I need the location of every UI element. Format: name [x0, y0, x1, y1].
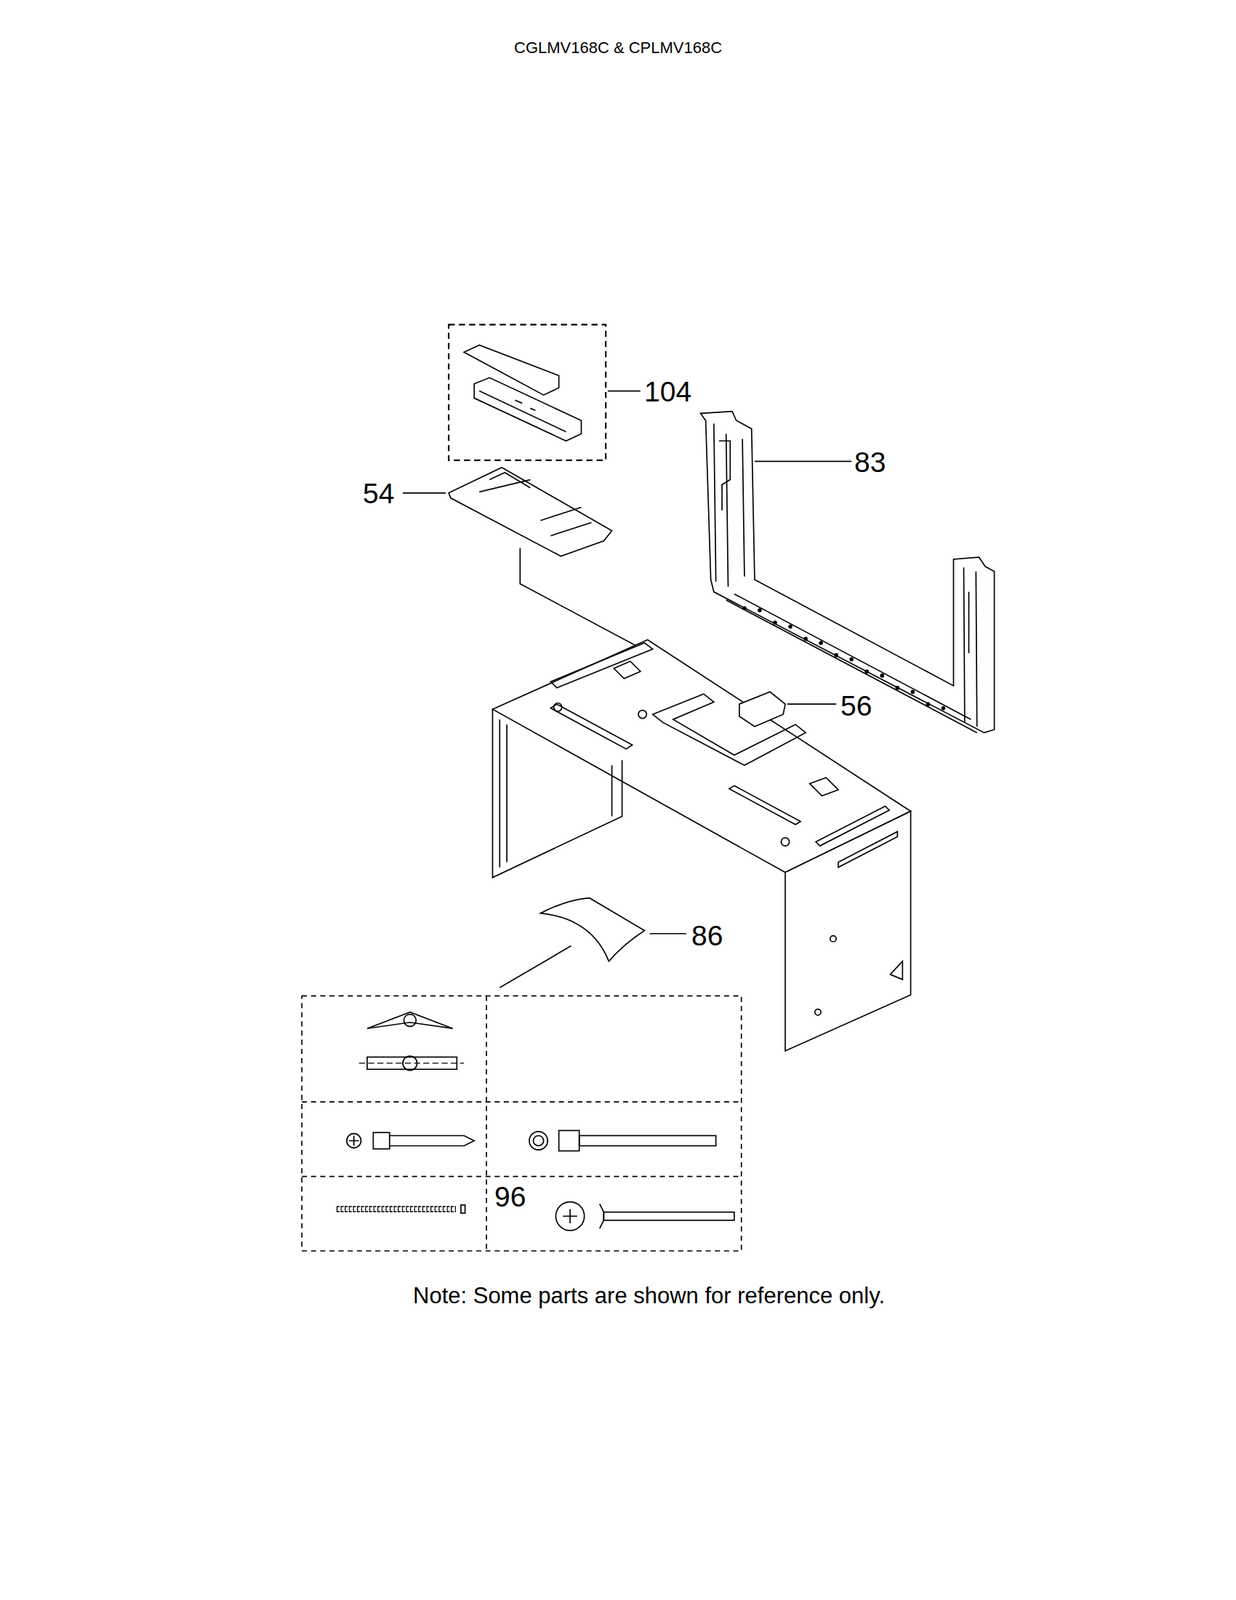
hardware-items — [337, 1206, 455, 1212]
page-title: CGLMV168C & CPLMV168C — [514, 39, 722, 56]
hardware-items — [555, 1201, 584, 1231]
hardware-items — [348, 1134, 360, 1146]
hardware-bag — [499, 945, 571, 989]
cabinet-sleeve — [780, 837, 789, 846]
hardware-items — [460, 1204, 466, 1213]
mounting-plate — [742, 605, 747, 611]
small-bracket — [739, 691, 837, 727]
mounting-plate — [700, 411, 995, 733]
cabinet-sleeve — [492, 639, 911, 873]
note-caption: Note: Some parts are shown for reference… — [412, 1283, 885, 1307]
hardware-items — [346, 1133, 362, 1149]
mounting-plate — [713, 423, 978, 727]
top-plate — [402, 492, 446, 494]
hardware-items — [559, 1129, 580, 1151]
hardware-grid — [485, 995, 488, 1251]
damper-kit — [479, 391, 566, 432]
hardware-items — [359, 1062, 464, 1063]
cabinet-sleeve — [815, 1009, 821, 1015]
mounting-plate — [788, 624, 793, 629]
hardware-grid — [301, 995, 742, 1251]
callout-number: 104 — [644, 377, 692, 406]
callout-number: 86 — [691, 921, 723, 950]
mounting-plate — [719, 440, 970, 653]
mounting-plate — [803, 636, 808, 642]
hardware-grid — [301, 995, 742, 1251]
hardware-items — [533, 1134, 544, 1146]
mounting-plate — [941, 705, 946, 711]
hardware-items — [389, 1134, 475, 1146]
mounting-plate — [849, 657, 854, 662]
hardware-grid — [301, 1175, 742, 1178]
mounting-plate — [879, 673, 885, 678]
hardware-items — [367, 1012, 453, 1029]
mounting-plate — [833, 652, 839, 658]
callout-number: 54 — [362, 479, 395, 508]
hardware-bag — [540, 897, 645, 962]
hardware-items — [562, 1208, 578, 1223]
mounting-plate — [864, 668, 869, 674]
damper-kit — [448, 324, 606, 461]
mounting-plate — [895, 685, 901, 690]
hardware-items — [372, 1132, 389, 1149]
callout-number: 56 — [840, 691, 872, 720]
mounting-plate — [757, 607, 762, 613]
top-plate — [479, 472, 592, 536]
top-plate — [448, 467, 612, 557]
cabinet-sleeve — [785, 810, 912, 1051]
mounting-plate — [726, 594, 978, 733]
cabinet-sleeve — [838, 831, 903, 979]
damper-kit — [474, 377, 581, 441]
hardware-bag — [649, 932, 686, 935]
cabinet-sleeve — [550, 642, 890, 846]
damper-kit — [607, 390, 641, 392]
hardware-items — [336, 1205, 456, 1212]
mounting-plate — [911, 689, 916, 695]
mounting-plate — [754, 460, 852, 462]
mounting-plate — [772, 620, 778, 625]
hardware-grid — [301, 1100, 742, 1103]
mounting-plate — [700, 411, 995, 733]
hardware-items — [336, 1012, 735, 1231]
mounting-plate — [926, 701, 931, 706]
small-bracket — [739, 691, 786, 727]
hardware-items — [579, 1134, 717, 1146]
cabinet-sleeve — [554, 703, 563, 712]
damper-kit — [448, 324, 641, 461]
callout-number: 83 — [854, 447, 886, 477]
cabinet-sleeve — [499, 719, 612, 867]
cabinet-sleeve — [638, 710, 647, 719]
hardware-items — [529, 1131, 548, 1150]
cabinet-sleeve — [830, 935, 837, 942]
cabinet-sleeve — [613, 660, 839, 796]
cabinet-sleeve — [492, 708, 622, 877]
hardware-items — [403, 1014, 416, 1027]
small-bracket — [787, 703, 837, 705]
mounting-plate — [818, 640, 824, 645]
hardware-bag — [499, 897, 687, 988]
cabinet-sleeve — [492, 639, 911, 1051]
callout-number: 96 — [494, 1182, 526, 1211]
hardware-items — [603, 1212, 735, 1221]
